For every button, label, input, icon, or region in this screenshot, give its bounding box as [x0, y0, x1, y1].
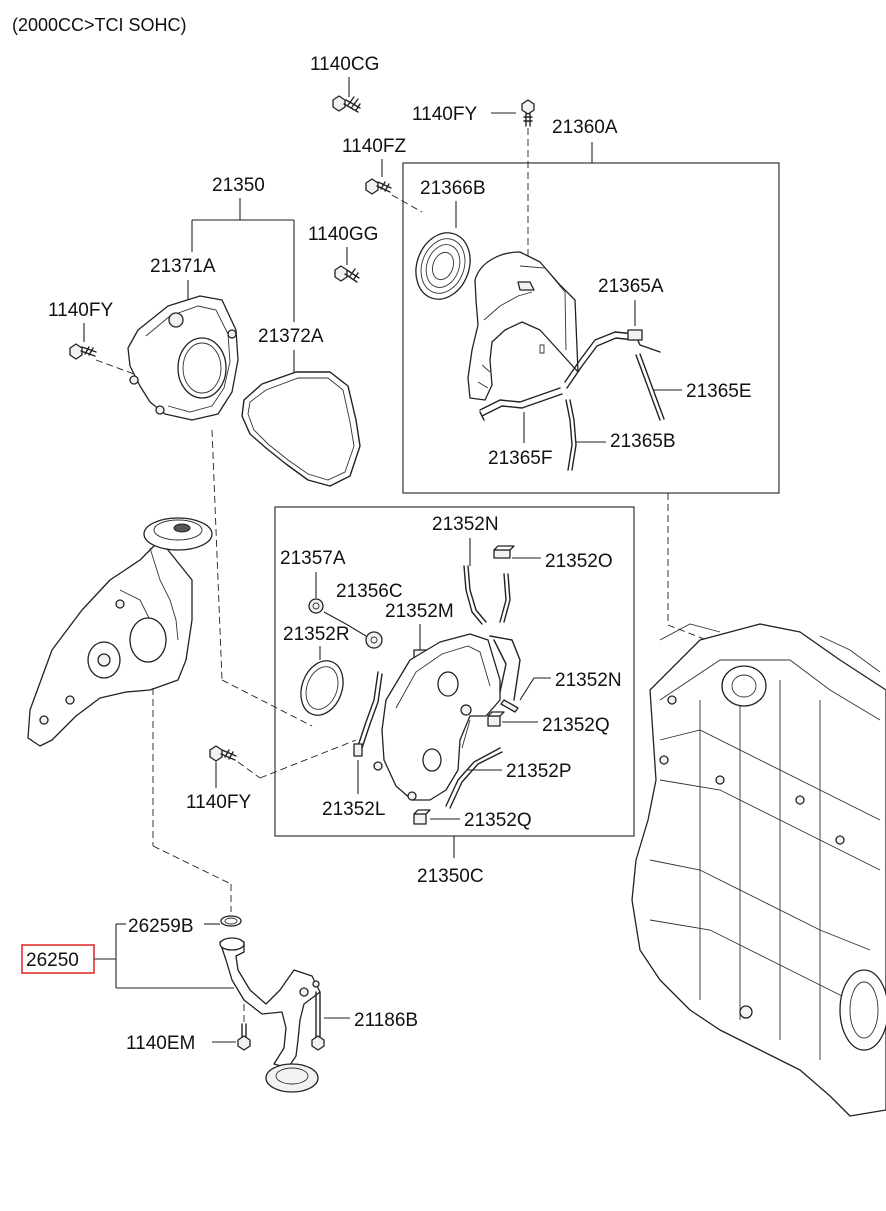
- part-label-21350c[interactable]: 21350C: [417, 866, 484, 887]
- part-label-21366b[interactable]: 21366B: [420, 178, 486, 199]
- part-label-21352m[interactable]: 21352M: [385, 601, 454, 622]
- part-label-21365b[interactable]: 21365B: [610, 431, 676, 452]
- strip-21365b-icon: [565, 399, 577, 471]
- part-label-1140fz[interactable]: 1140FZ: [342, 136, 406, 157]
- bolt-1140fy-bottom-icon: [209, 745, 237, 762]
- oil-pump-case-icon: [27, 517, 213, 747]
- part-label-21352n-top[interactable]: 21352N: [432, 514, 499, 535]
- part-label-26250[interactable]: 26250: [26, 950, 79, 971]
- part-label-21371a[interactable]: 21371A: [150, 256, 216, 277]
- part-label-21352o[interactable]: 21352O: [545, 551, 613, 572]
- part-label-21365f[interactable]: 21365F: [488, 448, 552, 469]
- part-label-21365e[interactable]: 21365E: [686, 381, 752, 402]
- part-label-1140fy-top[interactable]: 1140FY: [412, 104, 477, 125]
- lower-timing-cover-icon: [373, 633, 521, 801]
- upper-timing-cover-icon: [467, 251, 579, 401]
- seal-21352r-icon: [300, 660, 344, 716]
- block-21352o-icon: [493, 545, 515, 559]
- strip-21365e-icon: [635, 353, 665, 421]
- part-label-21186b[interactable]: 21186B: [354, 1010, 418, 1031]
- strip-21365f-icon: [479, 387, 563, 421]
- bolt-21186b-icon: [311, 991, 325, 1051]
- gasket-21365a-icon: [564, 329, 661, 389]
- washer-21357a-icon: [308, 598, 324, 614]
- block-21352q-mid-icon: [487, 711, 505, 727]
- part-label-1140fy-left[interactable]: 1140FY: [48, 300, 113, 321]
- part-label-1140gg[interactable]: 1140GG: [308, 224, 378, 245]
- oil-strainer-26250-icon: [219, 937, 321, 1093]
- block-21352q-bottom-icon: [413, 809, 431, 825]
- part-label-21372a[interactable]: 21372A: [258, 326, 324, 347]
- part-label-1140em[interactable]: 1140EM: [126, 1033, 195, 1054]
- group-box-21360a: [402, 162, 780, 494]
- strip-21352l-icon: [353, 671, 383, 757]
- part-label-21352n-right[interactable]: 21352N: [555, 670, 622, 691]
- part-label-21352r[interactable]: 21352R: [283, 624, 350, 645]
- engine-block-icon: [631, 623, 886, 1117]
- part-label-21365a[interactable]: 21365A: [598, 276, 664, 297]
- gasket-21372a-icon: [241, 371, 361, 487]
- part-label-21356c[interactable]: 21356C: [336, 581, 403, 602]
- pin-21352n-right-icon: [500, 699, 519, 713]
- bolt-1140cg-icon: [332, 95, 361, 113]
- engine-variant-header: (2000CC>TCI SOHC): [12, 15, 187, 35]
- part-label-21352l[interactable]: 21352L: [322, 799, 385, 820]
- bolt-1140gg-icon: [334, 265, 360, 283]
- oring-26259b-icon: [220, 915, 242, 927]
- seal-21366b-icon: [415, 232, 471, 300]
- part-label-1140cg[interactable]: 1140CG: [310, 54, 379, 75]
- bolt-1140em-icon: [237, 1023, 251, 1051]
- strip-21352n-top-icon: [463, 565, 511, 625]
- part-label-1140fy-bottom[interactable]: 1140FY: [186, 792, 251, 813]
- nut-21356c-icon: [365, 631, 383, 649]
- part-label-21352q-bottom[interactable]: 21352Q: [464, 810, 532, 831]
- bolt-1140fy-left-icon: [69, 343, 97, 360]
- part-label-26259b[interactable]: 26259B: [128, 916, 194, 937]
- part-label-21350[interactable]: 21350: [212, 175, 265, 196]
- part-label-21360a[interactable]: 21360A: [552, 117, 618, 138]
- part-label-21352p[interactable]: 21352P: [506, 761, 572, 782]
- bolt-1140fz-icon: [365, 178, 392, 195]
- strip-21352p-icon: [445, 747, 503, 809]
- part-label-21352q-mid[interactable]: 21352Q: [542, 715, 610, 736]
- part-label-21357a[interactable]: 21357A: [280, 548, 346, 569]
- bolt-1140fy-top-icon: [521, 99, 535, 127]
- front-cover-21371a-icon: [127, 295, 239, 421]
